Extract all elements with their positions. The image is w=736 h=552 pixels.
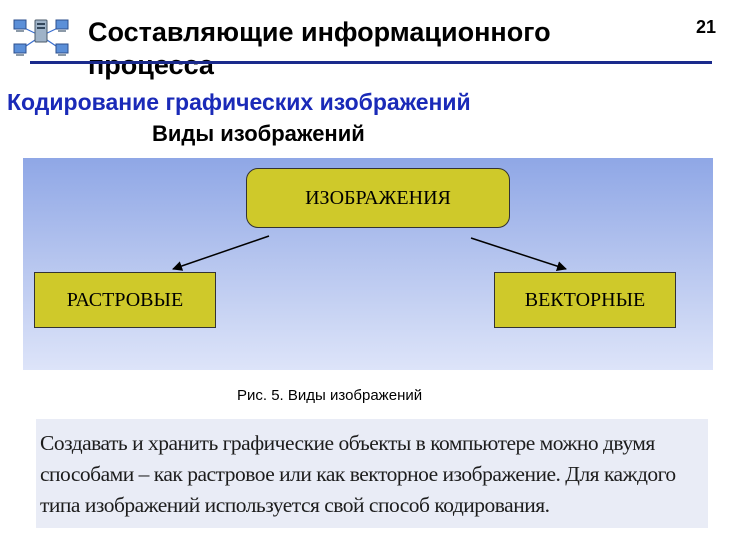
network-computers-icon bbox=[10, 12, 72, 60]
node-raster: РАСТРОВЫЕ bbox=[34, 272, 216, 328]
slide-number: 21 bbox=[695, 17, 716, 37]
arrow-to-vector bbox=[470, 237, 567, 271]
body-text: Создавать и хранить графические объекты … bbox=[40, 431, 676, 517]
node-vector: ВЕКТОРНЫЕ bbox=[494, 272, 676, 328]
figure-caption: Рис. 5. Виды изображений bbox=[237, 387, 423, 404]
node-images: ИЗОБРАЖЕНИЯ bbox=[246, 168, 510, 228]
section-subtitle: Кодирование графических изображений bbox=[7, 89, 471, 115]
slide-title: Составляющие информационного процесса bbox=[88, 17, 551, 80]
title-divider bbox=[30, 61, 712, 64]
image-types-diagram: ИЗОБРАЖЕНИЯ РАСТРОВЫЕ ВЕКТОРНЫЕ bbox=[23, 158, 713, 370]
arrow-to-raster bbox=[172, 235, 270, 271]
body-text-panel: Создавать и хранить графические объекты … bbox=[36, 419, 708, 528]
diagram-heading: Виды изображений bbox=[152, 121, 365, 146]
diagram-arrows bbox=[172, 235, 567, 271]
